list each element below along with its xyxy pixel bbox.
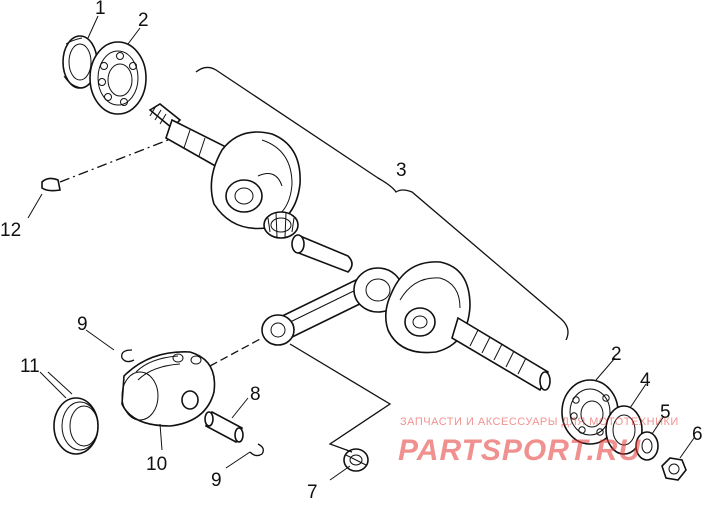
woodruff-key-part-12 xyxy=(41,177,61,192)
callout-2-upper: 2 xyxy=(138,10,149,31)
callout-5: 5 xyxy=(660,402,671,423)
callout-4: 4 xyxy=(640,370,651,391)
nut-part-6 xyxy=(661,457,687,481)
connecting-rod xyxy=(261,267,403,346)
crank-pin xyxy=(291,234,353,273)
callout-11: 11 xyxy=(20,356,40,377)
ball-bearing-part-2-lower xyxy=(561,379,619,445)
watermark-brand: PARTSPORT.RU xyxy=(398,434,641,467)
circlip-part-9-upper xyxy=(121,349,135,363)
piston-pin-part-8 xyxy=(204,410,244,444)
callout-9-upper: 9 xyxy=(77,314,88,335)
callout-10: 10 xyxy=(146,454,167,475)
watermark-caption: ЗАПЧАСТИ И АКСЕССУАРЫ ДЛЯ МОТОТЕХНИКИ xyxy=(400,416,679,428)
callout-9-lower: 9 xyxy=(211,470,222,491)
crankshaft-right-half xyxy=(384,261,551,392)
callout-1: 1 xyxy=(95,0,106,19)
assembly-bracket-part-3 xyxy=(195,66,569,341)
oil-seal-part-4 xyxy=(605,405,643,455)
callout-3: 3 xyxy=(396,160,407,181)
callout-7: 7 xyxy=(307,482,318,503)
needle-bearing xyxy=(263,211,299,239)
piston-part-10 xyxy=(121,351,216,427)
circlip-part-9-lower xyxy=(249,443,264,457)
crankshaft-left-half xyxy=(148,103,301,230)
callout-8: 8 xyxy=(250,384,261,405)
spacer-part-5 xyxy=(635,431,659,461)
small-end-bearing-part-7 xyxy=(343,448,369,472)
ball-bearing-part-2-upper xyxy=(89,41,147,115)
piston-rings-part-11 xyxy=(53,397,99,455)
leader-lines xyxy=(27,15,695,481)
watermark-logo: ЗАПЧАСТИ И АКСЕССУАРЫ ДЛЯ МОТОТЕХНИКИ PA… xyxy=(398,416,679,467)
callout-2-lower: 2 xyxy=(611,344,622,365)
callout-6: 6 xyxy=(692,424,703,445)
callout-12: 12 xyxy=(0,220,21,241)
